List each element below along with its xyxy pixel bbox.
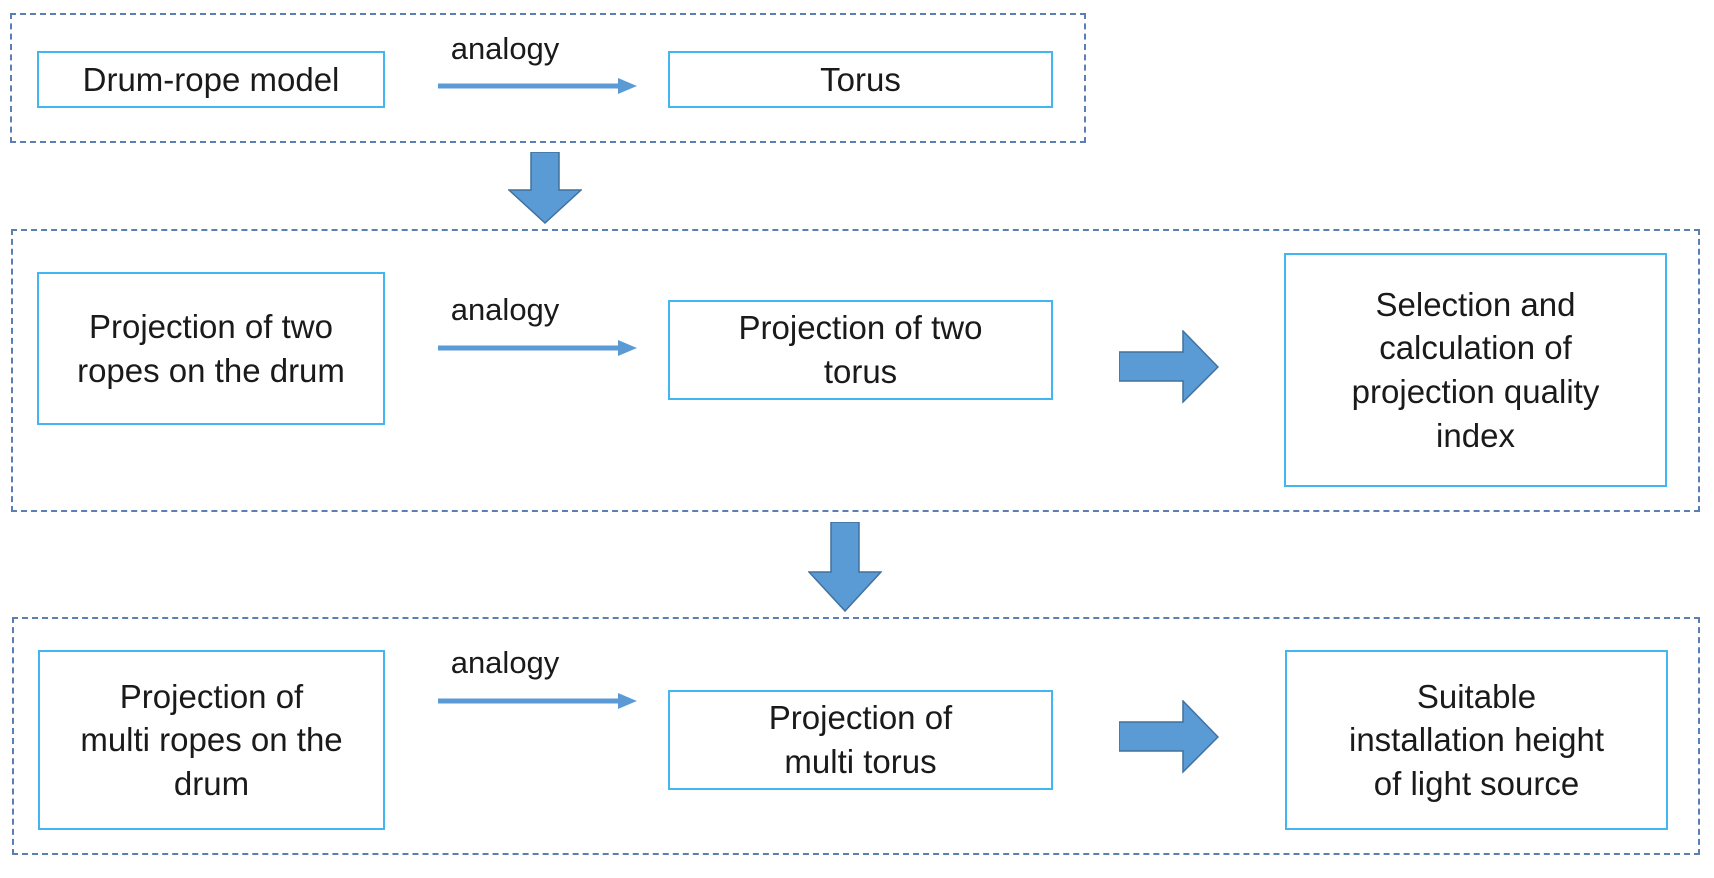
- down-arrow-icon-2: [808, 522, 882, 612]
- two-rope-projection-group: [11, 229, 1700, 512]
- node-projection-two-ropes[interactable]: Projection of two ropes on the drum: [37, 272, 385, 425]
- node-projection-multi-ropes[interactable]: Projection of multi ropes on the drum: [38, 650, 385, 830]
- node-drum-rope-model[interactable]: Drum-rope model: [37, 51, 385, 108]
- analogy-label-3: analogy: [450, 645, 560, 680]
- right-arrow-icon-1: [1119, 330, 1219, 404]
- analogy-arrow-2: [438, 337, 638, 359]
- node-projection-quality-index[interactable]: Selection and calculation of projection …: [1284, 253, 1667, 487]
- node-projection-two-torus[interactable]: Projection of two torus: [668, 300, 1053, 400]
- right-arrow-icon-2: [1119, 700, 1219, 774]
- node-projection-multi-torus[interactable]: Projection of multi torus: [668, 690, 1053, 790]
- node-torus[interactable]: Torus: [668, 51, 1053, 108]
- model-analogy-group: [10, 13, 1086, 143]
- analogy-arrow-1: [438, 75, 638, 97]
- node-light-source-height[interactable]: Suitable installation height of light so…: [1285, 650, 1668, 830]
- analogy-arrow-3: [438, 690, 638, 712]
- analogy-label-1: analogy: [450, 31, 560, 66]
- multi-rope-projection-group: [12, 617, 1700, 855]
- down-arrow-icon-1: [508, 152, 582, 224]
- analogy-label-2: analogy: [450, 292, 560, 327]
